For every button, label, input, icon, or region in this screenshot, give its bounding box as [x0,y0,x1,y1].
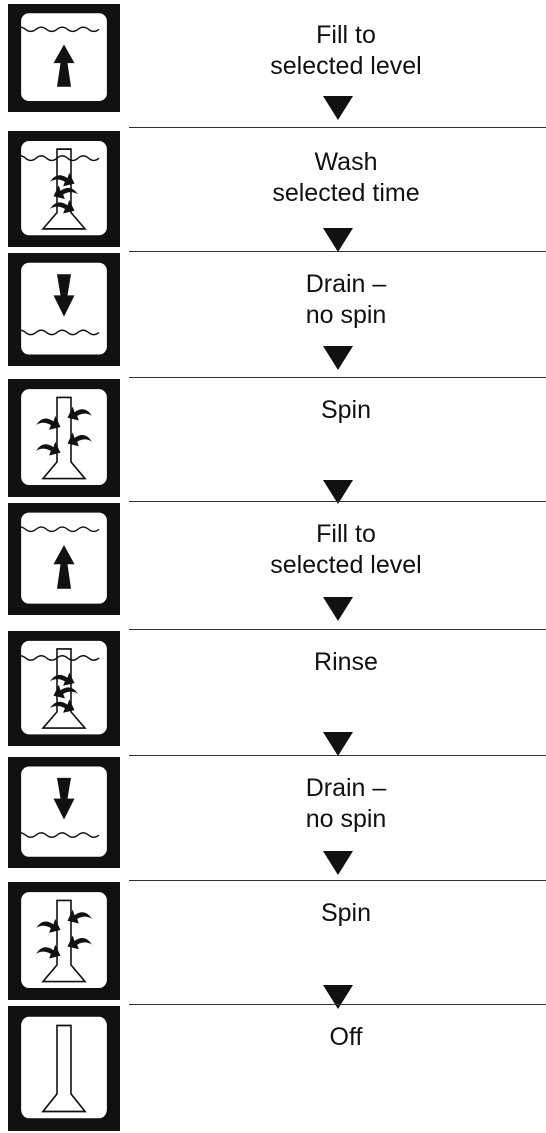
step-label: Off [150,1022,542,1053]
step-divider [129,127,546,128]
down-arrow-icon [323,732,353,756]
step-label: Drain – no spin [150,269,542,331]
step-label-line: Off [329,1023,363,1051]
down-arrow-icon [323,480,353,504]
cycle-step: Drain – no spin [0,253,546,370]
step-label-line: Drain – [305,270,387,298]
step-label-line: no spin [305,301,387,329]
cycle-step: Off [0,1006,546,1131]
step-label-line: Rinse [314,648,378,676]
step-label-line: selected level [270,52,422,80]
wash-icon [8,631,120,746]
step-label: Fill to selected level [150,519,542,581]
spin-icon [8,379,120,497]
cycle-step: Fill to selected level [0,4,546,120]
step-divider [129,755,546,756]
off-icon [8,1006,120,1131]
step-label-line: Drain – [305,774,387,802]
cycle-step: Rinse [0,631,546,756]
step-label-line: Spin [320,396,372,424]
step-divider [129,377,546,378]
step-divider [129,501,546,502]
spin-icon [8,882,120,1000]
step-label-line: Fill to [316,520,376,548]
down-arrow-icon [323,228,353,252]
step-divider [129,629,546,630]
down-arrow-icon [323,851,353,875]
step-label-line: Spin [320,899,372,927]
wash-icon [8,131,120,247]
down-arrow-icon [323,346,353,370]
down-arrow-icon [323,597,353,621]
step-divider [129,880,546,881]
step-divider [129,251,546,252]
step-label-line: selected level [270,551,422,579]
step-divider [129,1004,546,1005]
step-label: Fill to selected level [150,20,542,82]
cycle-step: Drain – no spin [0,757,546,875]
down-arrow-icon [323,985,353,1009]
drain-icon [8,757,120,868]
down-arrow-icon [323,96,353,120]
step-label-line: selected time [272,179,420,207]
drain-icon [8,253,120,366]
step-label-line: Fill to [316,21,376,49]
step-label: Wash selected time [150,147,542,209]
fill-icon [8,4,120,112]
cycle-step: Spin [0,379,546,504]
step-label-line: no spin [305,805,387,833]
step-label: Spin [150,898,542,929]
step-label: Drain – no spin [150,773,542,835]
cycle-step: Spin [0,882,546,1009]
cycle-step: Fill to selected level [0,503,546,621]
step-label: Spin [150,395,542,426]
fill-icon [8,503,120,615]
step-label-line: Wash [314,148,378,176]
step-label: Rinse [150,647,542,678]
cycle-step: Wash selected time [0,131,546,252]
